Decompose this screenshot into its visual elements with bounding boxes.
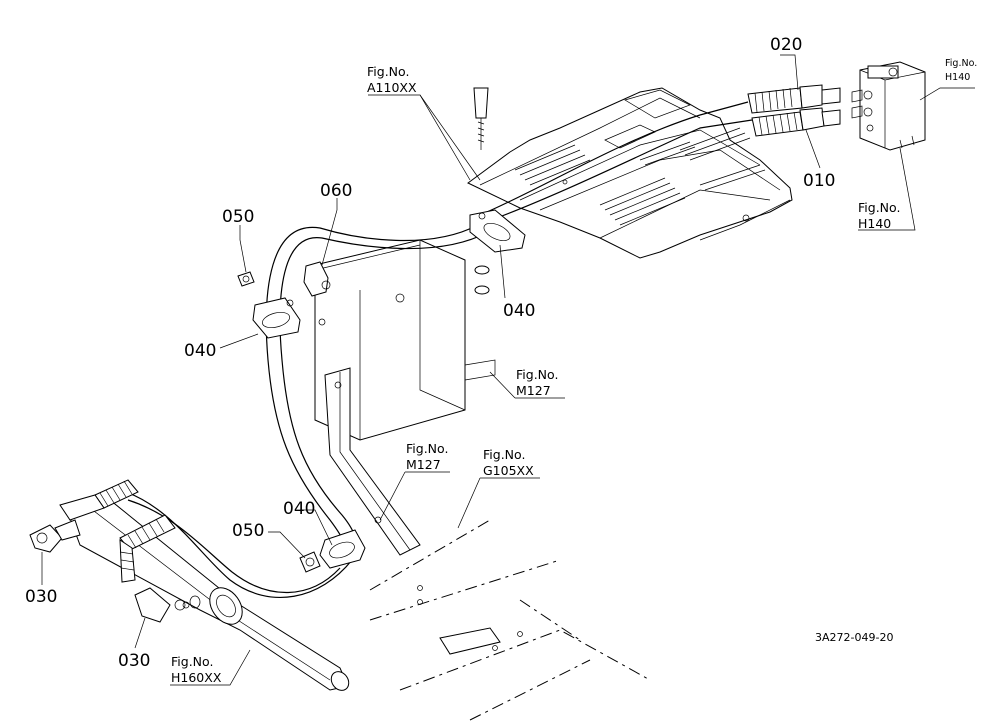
clip-060 xyxy=(303,261,331,297)
fig-ref-m127-center-code: M127 xyxy=(406,457,441,472)
screw xyxy=(473,87,489,150)
part-label-050-bottom: 050 xyxy=(232,521,264,541)
hose-020 xyxy=(747,84,841,114)
bolt-050-bottom xyxy=(299,551,321,573)
floor-plate xyxy=(467,87,793,259)
part-label-040-top: 040 xyxy=(503,301,535,321)
fig-ref-m127-right-code: M127 xyxy=(516,383,551,398)
fig-ref-g105-code: G105XX xyxy=(483,463,534,478)
leader-lines xyxy=(41,54,975,686)
clamp-040-top xyxy=(469,209,526,253)
fig-ref-a110-title: Fig.No. xyxy=(367,64,409,79)
figure-refs: Fig.No. A110XX Fig.No. H140 Fig.No. H140… xyxy=(171,58,977,685)
part-labels: 020 010 060 050 040 040 040 050 030 030 xyxy=(25,35,835,671)
part-label-030-top: 030 xyxy=(25,587,57,607)
bolt-050-top xyxy=(237,271,255,287)
washer-nut xyxy=(474,265,490,295)
fig-ref-h140-top-code: H140 xyxy=(945,72,970,83)
steering-cylinder xyxy=(69,499,350,691)
fig-ref-h140-code: H140 xyxy=(858,216,891,231)
lower-bracket xyxy=(324,367,421,556)
elbow-030-top xyxy=(29,519,81,553)
fig-ref-h160-code: H160XX xyxy=(171,670,222,685)
part-label-040-bottom: 040 xyxy=(283,499,315,519)
fig-ref-a110-code: A110XX xyxy=(367,80,417,95)
part-label-060: 060 xyxy=(320,181,352,201)
fig-ref-m127-right-title: Fig.No. xyxy=(516,367,558,382)
elbow-030-bottom xyxy=(134,587,190,623)
part-label-030-bottom: 030 xyxy=(118,651,150,671)
part-label-010: 010 xyxy=(803,171,835,191)
drawing-code: 3A272-049-20 xyxy=(815,631,893,644)
clamp-040-bottom xyxy=(319,529,366,569)
clamp-040-middle xyxy=(252,297,301,339)
hose-end-left xyxy=(59,479,176,583)
frame-outline xyxy=(369,519,651,721)
fig-ref-h140-title: Fig.No. xyxy=(858,200,900,215)
fig-ref-g105-title: Fig.No. xyxy=(483,447,525,462)
hose-010 xyxy=(751,107,841,137)
part-label-020: 020 xyxy=(770,35,802,55)
fig-ref-m127-center-title: Fig.No. xyxy=(406,441,448,456)
part-label-040-middle: 040 xyxy=(184,341,216,361)
fig-ref-h140-top-title: Fig.No. xyxy=(945,58,977,69)
fig-ref-h160-title: Fig.No. xyxy=(171,654,213,669)
part-label-050-top: 050 xyxy=(222,207,254,227)
steering-unit xyxy=(851,61,926,151)
